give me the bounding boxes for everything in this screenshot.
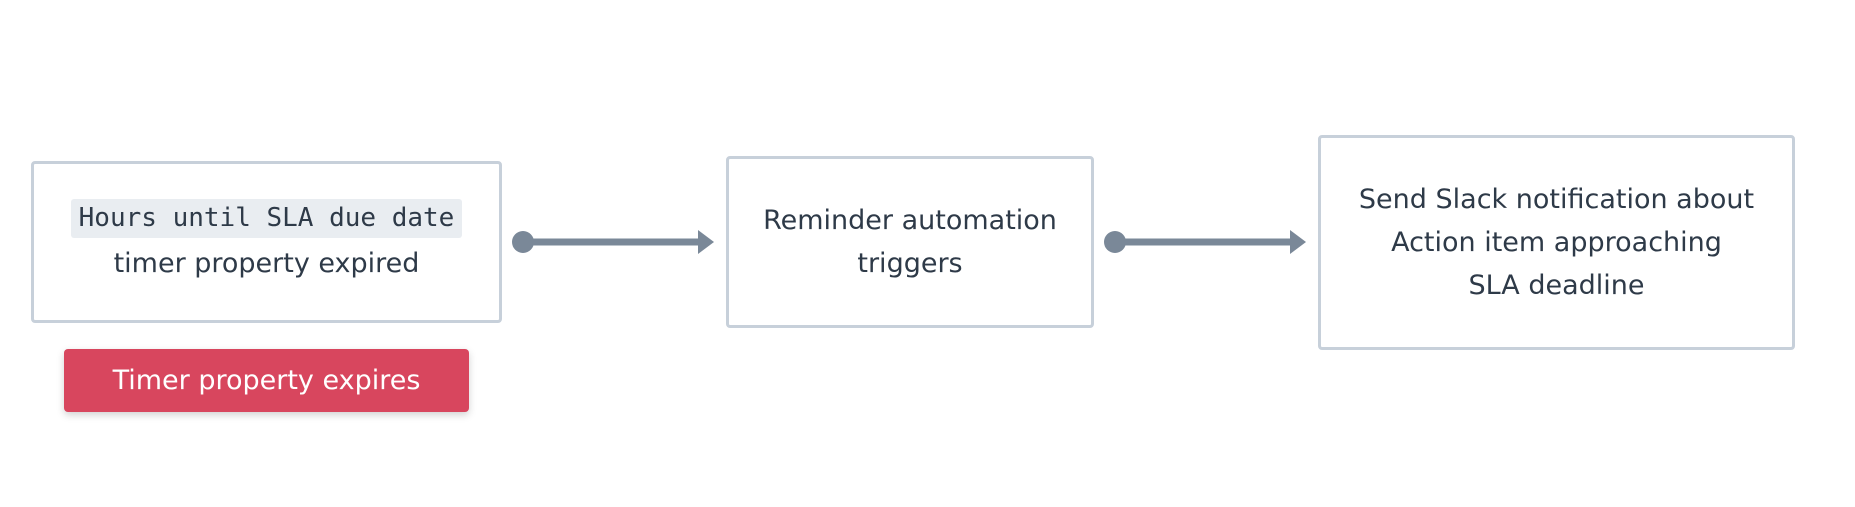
step-slack-line-2: Action item approaching <box>1391 227 1722 258</box>
step-timer-expired: Hours until SLA due date timer property … <box>31 161 502 323</box>
step-reminder-automation: Reminder automation triggers <box>726 156 1094 328</box>
step-send-slack-notification: Send Slack notification about Action ite… <box>1318 135 1795 350</box>
step-slack-line-1: Send Slack notification about <box>1358 184 1755 215</box>
step-slack-line-3: SLA deadline <box>1468 270 1645 301</box>
arrowhead-icon <box>698 230 714 254</box>
step-timer-expired-text: timer property expired <box>113 248 420 279</box>
step-reminder-line-2: triggers <box>857 248 963 279</box>
step-reminder-line-1: Reminder automation <box>763 205 1057 236</box>
timer-property-code: Hours until SLA due date <box>70 199 463 238</box>
connector-arrow-2 <box>1104 230 1306 254</box>
connector-arrow-1 <box>512 230 714 254</box>
arrowhead-icon <box>1290 230 1306 254</box>
timer-property-expires-badge: Timer property expires <box>64 349 469 412</box>
